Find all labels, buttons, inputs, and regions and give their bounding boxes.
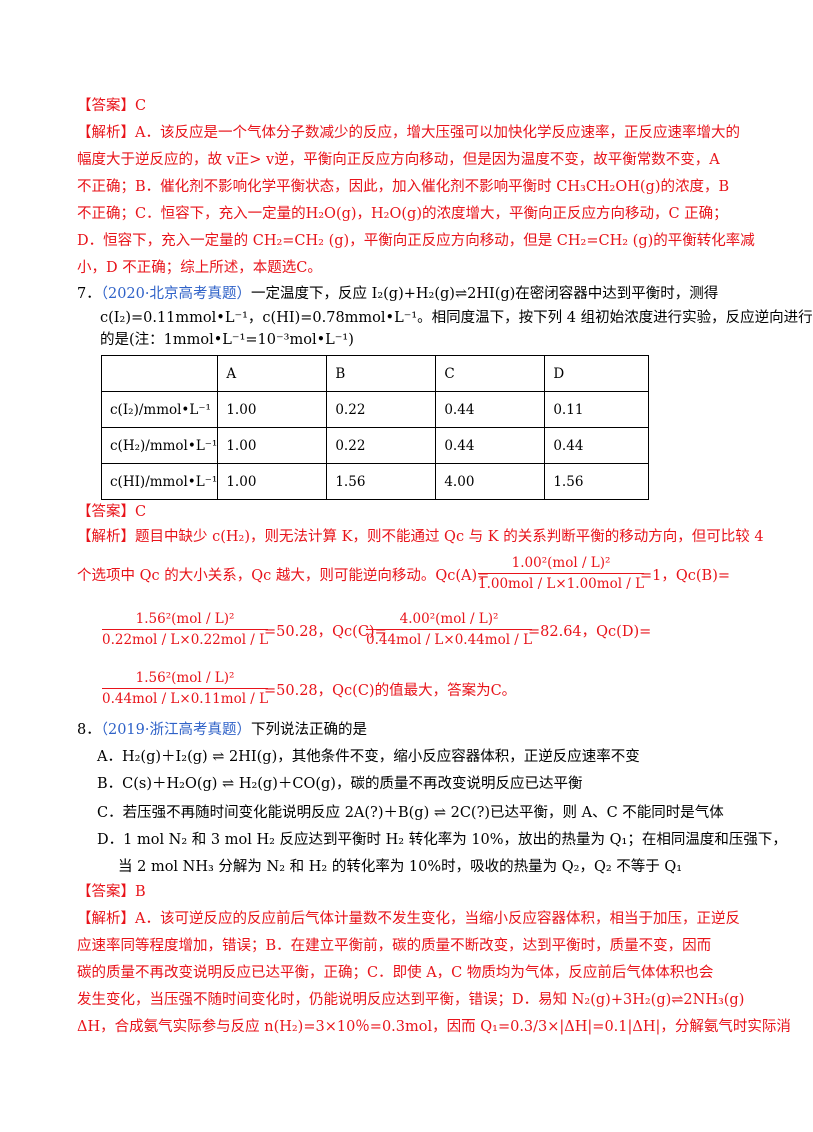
question-7-source: （2020·北京高考真题） <box>100 286 251 302</box>
explanation-7-line-4: =50.28，Qc(C)的值最大，答案为C。 <box>264 683 517 699</box>
explanation-8-line-4: 发生变化，当压强不随时间变化时，仍能说明反应达到平衡，错误；D．易知 N₂(g)… <box>77 992 745 1008</box>
fraction-qc-d: 1.56²(mol / L)² 0.44mol / L×0.11mol / L <box>102 670 269 707</box>
question-7-line-3: 的是(注：1mmol•L⁻¹=10⁻³mol•L⁻¹) <box>100 332 354 348</box>
concentration-table: A B C D c(I₂)/mmol•L⁻¹ 1.00 0.22 0.44 0.… <box>100 355 650 500</box>
question-8-number: 8． <box>77 722 101 738</box>
table-cell: 1.00 <box>217 391 328 428</box>
fraction-qc-b: 1.56²(mol / L)² 0.22mol / L×0.22mol / L <box>102 611 269 648</box>
explanation-7-line-2-tail: =1，Qc(B)= <box>640 568 731 584</box>
answer-7: 【答案】C <box>77 504 147 520</box>
option-d-line-2: 当 2 mol NH₃ 分解为 N₂ 和 H₂ 的转化率为 10%时，吸收的热量… <box>118 859 683 875</box>
question-7-line-2: c(I₂)=0.11mmol•L⁻¹，c(HI)=0.78mmol•L⁻¹。相同… <box>100 310 813 326</box>
table-cell: c(HI)/mmol•L⁻¹ <box>100 463 219 500</box>
table-cell: 0.44 <box>435 391 546 428</box>
explanation-7-line-3b: =82.64，Qc(D)= <box>528 624 652 640</box>
table-cell: 0.22 <box>326 391 437 428</box>
option-d-line-1: D．1 mol N₂ 和 3 mol H₂ 反应达到平衡时 H₂ 转化率为 10… <box>97 832 787 848</box>
question-8-header: 8．（2019·浙江高考真题）下列说法正确的是 <box>77 720 367 740</box>
table-cell: c(H₂)/mmol•L⁻¹ <box>100 427 219 464</box>
explanation-7-line-1: 【解析】题目中缺少 c(H₂)，则无法计算 K，则不能通过 Qc 与 K 的关系… <box>77 529 764 545</box>
option-b: B．C(s)＋H₂O(g) ⇌ H₂(g)＋CO(g)，碳的质量不再改变说明反应… <box>97 776 583 792</box>
answer-8: 【答案】B <box>77 884 146 900</box>
explanation-7-line-3a: =50.28，Qc(C)= <box>264 624 387 640</box>
explanation-8-line-2: 应速率同等程度增加，错误；B．在建立平衡前，碳的质量不断改变，达到平衡时，质量不… <box>77 938 712 954</box>
explanation-6-line-2: 幅度大于逆反应的，故 v正> v逆，平衡向正反应方向移动，但是因为温度不变，故平… <box>77 152 720 168</box>
table-cell: 0.44 <box>544 427 650 464</box>
question-7-header: 7．（2020·北京高考真题）一定温度下，反应 I₂(g)+H₂(g)⇌2HI(… <box>77 284 718 304</box>
explanation-6-line-5: D．恒容下，充入一定量的 CH₂=CH₂ (g)，平衡向正反应方向移动，但是 C… <box>77 233 755 249</box>
table-cell: A <box>217 355 328 392</box>
table-row: c(HI)/mmol•L⁻¹ 1.00 1.56 4.00 1.56 <box>100 463 650 500</box>
table-cell: C <box>435 355 546 392</box>
question-7-stem: 一定温度下，反应 I₂(g)+H₂(g)⇌2HI(g)在密闭容器中达到平衡时，测… <box>251 286 719 302</box>
table-cell <box>100 355 219 392</box>
question-7-number: 7． <box>77 286 101 302</box>
table-cell: 0.44 <box>435 427 546 464</box>
question-8-source: （2019·浙江高考真题） <box>100 722 251 738</box>
table-cell: c(I₂)/mmol•L⁻¹ <box>100 391 219 428</box>
table-cell: 1.00 <box>217 463 328 500</box>
table-row: c(I₂)/mmol•L⁻¹ 1.00 0.22 0.44 0.11 <box>100 391 650 428</box>
explanation-8-line-3: 碳的质量不再改变说明反应已达平衡，正确；C．即使 A，C 物质均为气体，反应前后… <box>77 965 714 981</box>
explanation-6-line-6: 小，D 不正确；综上所述，本题选C。 <box>77 260 322 276</box>
explanation-6-line-1: 【解析】A．该反应是一个气体分子数减少的反应，增大压强可以加快化学反应速率，正反… <box>77 125 740 141</box>
question-8-stem: 下列说法正确的是 <box>251 722 367 738</box>
table-header-row: A B C D <box>100 355 650 392</box>
table-cell: 4.00 <box>435 463 546 500</box>
table-cell: 0.11 <box>544 391 650 428</box>
explanation-6-line-3: 不正确；B．催化剂不影响化学平衡状态，因此，加入催化剂不影响平衡时 CH₃CH₂… <box>77 179 730 195</box>
table-cell: 0.22 <box>326 427 437 464</box>
explanation-6-line-4: 不正确；C．恒容下，充入一定量的H₂O(g)，H₂O(g)的浓度增大，平衡向正反… <box>77 206 728 222</box>
answer-6: 【答案】C <box>77 98 147 114</box>
table-cell: 1.56 <box>544 463 650 500</box>
explanation-8-line-1: 【解析】A．该可逆反应的反应前后气体计量数不发生变化，当缩小反应容器体积，相当于… <box>77 911 740 927</box>
fraction-qc-c: 4.00²(mol / L)² 0.44mol / L×0.44mol / L <box>366 611 533 648</box>
option-a: A．H₂(g)＋I₂(g) ⇌ 2HI(g)，其他条件不变，缩小反应容器体积，正… <box>97 749 640 765</box>
fraction-qc-a: 1.00²(mol / L)² 1.00mol / L×1.00mol / L <box>478 555 645 592</box>
table-cell: 1.00 <box>217 427 328 464</box>
explanation-8-line-5: ΔH，合成氨气实际参与反应 n(H₂)=3×10％=0.3mol，因而 Q₁=0… <box>77 1019 791 1035</box>
table-cell: 1.56 <box>326 463 437 500</box>
table-row: c(H₂)/mmol•L⁻¹ 1.00 0.22 0.44 0.44 <box>100 427 650 464</box>
explanation-7-line-2: 个选项中 Qc 的大小关系，Qc 越大，则可能逆向移动。Qc(A)= <box>77 568 490 584</box>
option-c: C．若压强不再随时间变化能说明反应 2A(?)＋B(g) ⇌ 2C(?)已达平衡… <box>97 805 724 821</box>
table-cell: B <box>326 355 437 392</box>
table-cell: D <box>544 355 650 392</box>
